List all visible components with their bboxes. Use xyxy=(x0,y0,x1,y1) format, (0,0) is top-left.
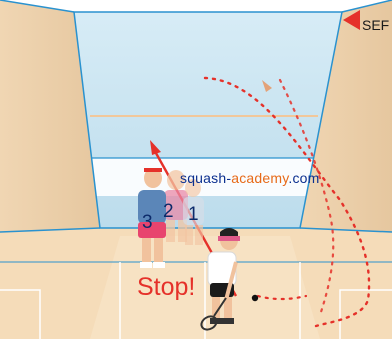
site-watermark: squash-academy.com xyxy=(180,170,320,186)
player-2-number: 2 xyxy=(163,201,174,223)
serve-label: SEF xyxy=(362,17,389,33)
player-1-number: 1 xyxy=(188,204,199,226)
player-3-number: 3 xyxy=(142,212,153,234)
stop-label: Stop! xyxy=(137,273,195,302)
ball-icon xyxy=(252,295,258,301)
